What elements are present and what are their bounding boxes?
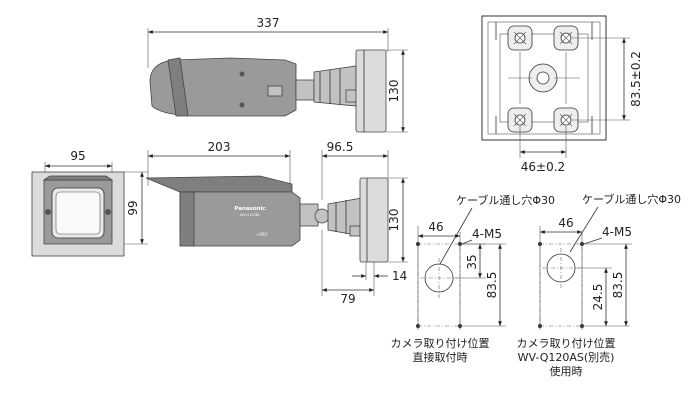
side-view-bottom: 203 96.5 Panasonic WV-S1536L i-PRO 130 1… (145, 140, 408, 306)
front-width-label: 95 (70, 149, 85, 163)
housing-screw (239, 71, 245, 77)
direct-height-label: 83.5 (485, 272, 499, 299)
front-lens (55, 191, 101, 235)
direct-width-label: 46 (428, 220, 443, 234)
direct-offset-label: 35 (465, 254, 479, 269)
bracket-depth-label: 96.5 (327, 140, 354, 154)
brand-label: Panasonic (234, 206, 265, 212)
overall-length-label: 337 (257, 16, 280, 30)
rear-view: 83.5±0.2 46±0.2 (481, 15, 643, 174)
mount-boss (553, 107, 579, 133)
height-label: 130 (387, 80, 401, 103)
side-view-top: 337 130 (147, 16, 408, 133)
bracket-caption-line1: カメラ取り付け位置 (517, 336, 616, 350)
front-height-label: 99 (126, 200, 140, 215)
bracket-screw-label: 4-M5 (602, 225, 632, 239)
bracket-base-label: 79 (340, 292, 355, 306)
mount-boss (553, 25, 579, 51)
sunshield (145, 175, 293, 193)
camera-front-bezel (179, 191, 195, 247)
bracket-caption-line2: WV-Q120AS(別売) (518, 351, 615, 364)
housing-screw (239, 102, 245, 108)
front-led (45, 209, 51, 215)
bottom-height-label: 130 (387, 209, 401, 232)
cable-hole-note-direct: ケーブル通し穴Φ30 (456, 193, 555, 207)
model-label: WV-S1536L (240, 213, 260, 217)
hole-pattern-bracket: ケーブル通し穴Φ30 46 4-M5 24.5 83.5 カメラ取り付け位置 W… (517, 192, 682, 378)
cable-hole-note-bracket: ケーブル通し穴Φ30 (582, 192, 681, 206)
direct-screw-label: 4-M5 (472, 227, 502, 241)
rear-horizontal-pitch-label: 46±0.2 (521, 160, 565, 174)
bracket-joint (295, 79, 315, 101)
mount-boss (507, 25, 533, 51)
front-hood (42, 175, 114, 181)
bracket-width-label: 46 (558, 216, 573, 230)
direct-caption-line1: カメラ取り付け位置 (391, 336, 490, 350)
mount-plate (355, 49, 387, 133)
mount-boss (507, 107, 533, 133)
rear-cap (267, 85, 283, 97)
bracket-caption-line3: 使用時 (550, 365, 583, 378)
front-view: 95 99 (31, 149, 148, 257)
bracket-ball (314, 208, 330, 224)
camera-housing-bottom (179, 191, 301, 247)
offset-label: 14 (392, 269, 407, 283)
front-led (105, 209, 111, 215)
bracket-height-label: 83.5 (611, 272, 625, 299)
mount-plate-bottom (359, 177, 389, 263)
hood-length-label: 203 (208, 140, 231, 154)
hole-pattern-direct: ケーブル通し穴Φ30 46 4-M5 35 83.5 カメラ取り付け位置 直接取… (391, 193, 556, 364)
camera-hood-edge (167, 57, 189, 117)
rear-vertical-pitch-label: 83.5±0.2 (629, 51, 643, 107)
direct-caption-line2: 直接取付時 (413, 350, 468, 364)
logo-mark: i-PRO (257, 232, 268, 237)
bracket-knob-bottom (349, 225, 361, 237)
bracket-offset-label: 24.5 (591, 284, 605, 311)
